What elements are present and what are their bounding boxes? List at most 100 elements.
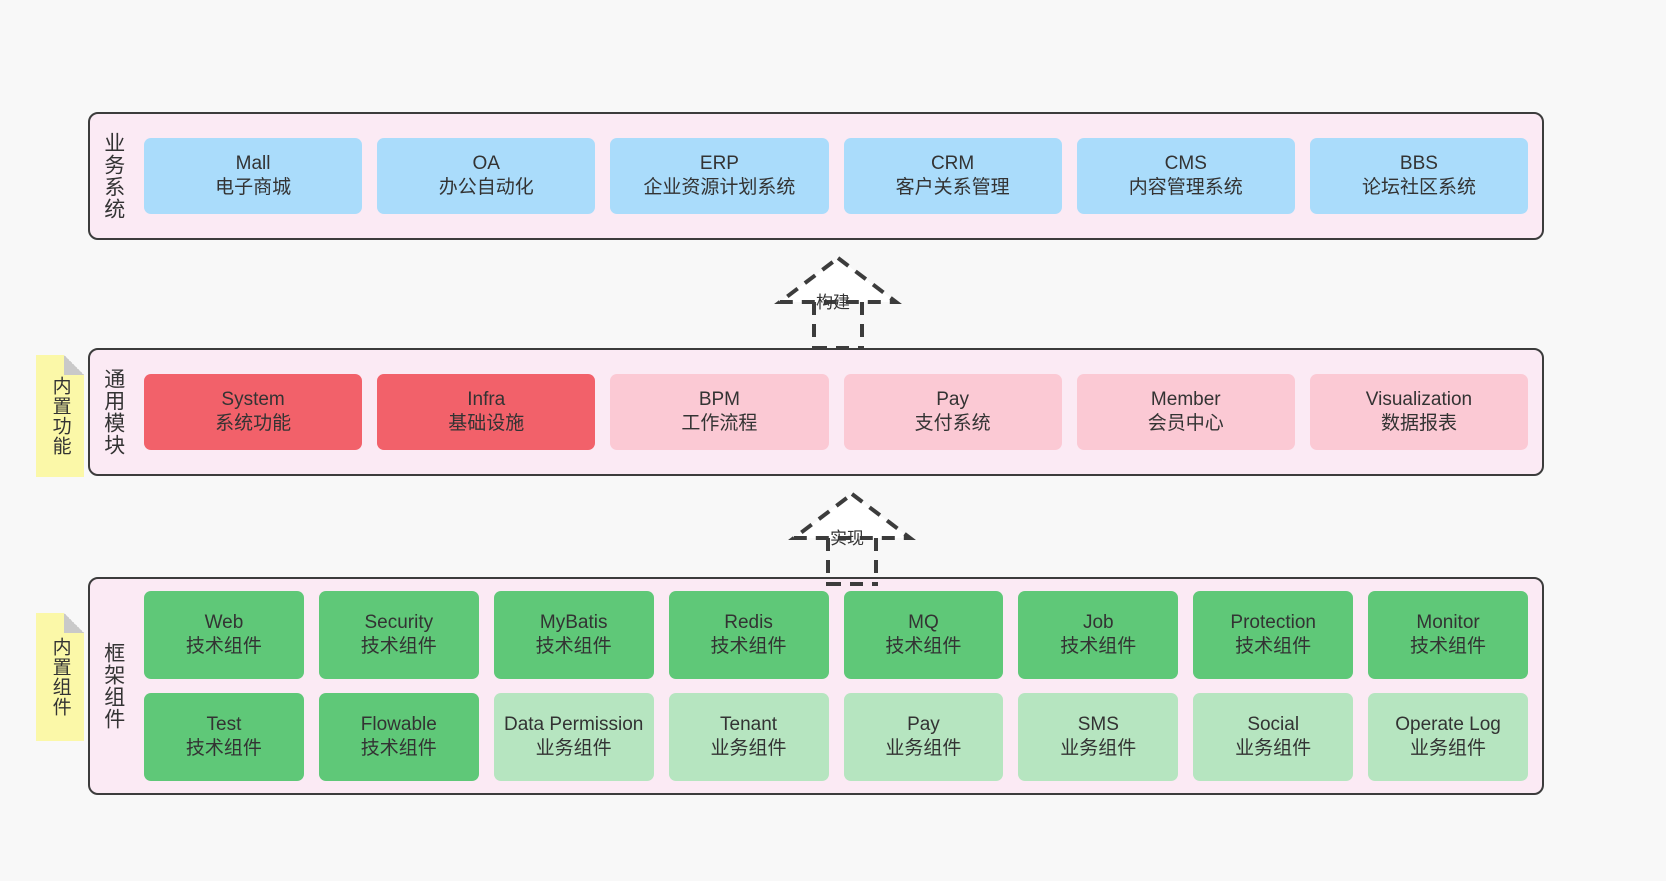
module-cn-label: 企业资源计划系统 [643,177,796,198]
component-cn-label: 业务组件 [1060,738,1137,759]
component-en-label: Monitor [1416,611,1480,633]
module-cn-label: 基础设施 [448,413,525,434]
component-en-label: Job [1082,611,1114,633]
component-cn-label: 业务组件 [1235,738,1312,759]
component-box-mybatis[interactable]: MyBatis 技术组件 [493,591,654,679]
component-box-sms[interactable]: SMS 业务组件 [1018,693,1179,781]
module-en-label: BBS [1399,152,1438,174]
layer-title-business: 业务系统 [101,132,125,220]
module-box-member[interactable]: Member 会员中心 [1076,374,1295,450]
layer-title-common: 通用模块 [101,368,125,456]
component-box-operate-log[interactable]: Operate Log 业务组件 [1368,693,1528,781]
module-cn-label: 系统功能 [215,413,292,434]
module-en-label: CMS [1164,152,1207,174]
module-box-bbs[interactable]: BBS 论坛社区系统 [1309,138,1529,214]
module-cn-label: 会员中心 [1147,413,1224,434]
module-cn-label: 数据报表 [1380,413,1457,434]
component-en-label: Social [1247,713,1300,735]
module-box-pay[interactable]: Pay 支付系统 [843,374,1062,450]
component-box-social[interactable]: Social 业务组件 [1193,693,1354,781]
framework-row-business: Test 技术组件 Flowable 技术组件 Data Permission … [144,693,1528,781]
layer-body-business: Mall 电子商城 OA 办公自动化 ERP 企业资源计划系统 CRM 客户关系… [136,114,1542,238]
component-cn-label: 技术组件 [360,738,437,759]
component-en-label: Test [206,713,242,735]
component-box-web[interactable]: Web 技术组件 [144,591,304,679]
component-box-test[interactable]: Test 技术组件 [144,693,304,781]
component-box-security[interactable]: Security 技术组件 [318,591,479,679]
component-box-tenant[interactable]: Tenant 业务组件 [668,693,829,781]
module-box-oa[interactable]: OA 办公自动化 [377,138,596,214]
component-en-label: MQ [908,611,939,633]
module-cn-label: 客户关系管理 [895,177,1010,198]
component-cn-label: 技术组件 [185,738,262,759]
sticky-note-builtin-function: 内置功能 [36,355,84,477]
component-en-label: Security [364,611,434,633]
module-cn-label: 工作流程 [681,413,758,434]
component-en-label: MyBatis [539,611,608,633]
module-box-visualization[interactable]: Visualization 数据报表 [1309,374,1529,450]
component-en-label: Data Permission [503,713,644,735]
component-cn-label: 技术组件 [1410,636,1487,657]
component-cn-label: 业务组件 [885,738,962,759]
module-cn-label: 办公自动化 [438,177,534,198]
framework-row-technical: Web 技术组件 Security 技术组件 MyBatis 技术组件 Redi… [144,591,1528,679]
component-box-pay[interactable]: Pay 业务组件 [843,693,1004,781]
module-en-label: CRM [930,152,975,174]
component-box-protection[interactable]: Protection 技术组件 [1193,591,1354,679]
component-cn-label: 技术组件 [885,636,962,657]
module-en-label: Pay [936,388,969,410]
module-en-label: Mall [235,152,271,174]
module-en-label: Visualization [1365,388,1473,410]
component-cn-label: 业务组件 [535,738,612,759]
layer-body-common: System 系统功能 Infra 基础设施 BPM 工作流程 Pay 支付系统… [136,350,1542,474]
component-en-label: Redis [724,611,773,633]
layer-business-system: 业务系统 Mall 电子商城 OA 办公自动化 ERP 企业资源计划系统 CRM… [88,112,1544,240]
layer-title-framework: 框架组件 [101,642,125,730]
component-box-flowable[interactable]: Flowable 技术组件 [318,693,479,781]
module-en-label: Infra [467,388,506,410]
component-cn-label: 业务组件 [710,738,787,759]
module-cn-label: 内容管理系统 [1128,177,1243,198]
component-cn-label: 技术组件 [710,636,787,657]
component-en-label: Flowable [360,713,437,735]
module-cn-label: 电子商城 [215,177,292,198]
sticky-note-builtin-component: 内置组件 [36,613,84,741]
layer-framework-component: 框架组件 Web 技术组件 Security 技术组件 MyBatis 技术组件… [88,577,1544,795]
module-box-cms[interactable]: CMS 内容管理系统 [1076,138,1295,214]
connector-build: 构建 [748,250,928,350]
component-en-label: Web [204,611,244,633]
layer-body-framework: Web 技术组件 Security 技术组件 MyBatis 技术组件 Redi… [136,579,1542,793]
component-cn-label: 业务组件 [1410,738,1487,759]
component-en-label: SMS [1077,713,1119,735]
module-en-label: ERP [699,152,739,174]
component-en-label: Pay [907,713,940,735]
component-box-redis[interactable]: Redis 技术组件 [668,591,829,679]
component-cn-label: 技术组件 [360,636,437,657]
component-cn-label: 技术组件 [1235,636,1312,657]
module-en-label: Member [1150,388,1221,410]
module-en-label: OA [472,152,500,174]
realization-arrow-icon [788,491,916,586]
component-en-label: Operate Log [1395,713,1501,735]
module-cn-label: 支付系统 [914,413,991,434]
component-box-mq[interactable]: MQ 技术组件 [843,591,1004,679]
module-box-bpm[interactable]: BPM 工作流程 [610,374,829,450]
module-en-label: BPM [698,388,741,410]
component-cn-label: 技术组件 [185,636,262,657]
layer-common-module: 通用模块 System 系统功能 Infra 基础设施 BPM 工作流程 Pay… [88,348,1544,476]
module-cn-label: 论坛社区系统 [1361,177,1476,198]
module-box-crm[interactable]: CRM 客户关系管理 [843,138,1062,214]
component-en-label: Tenant [720,713,778,735]
component-cn-label: 技术组件 [535,636,612,657]
component-box-data-permission[interactable]: Data Permission 业务组件 [493,693,654,781]
connector-realize: 实现 [762,486,942,586]
component-box-monitor[interactable]: Monitor 技术组件 [1368,591,1528,679]
realization-arrow-icon [774,255,902,350]
module-box-erp[interactable]: ERP 企业资源计划系统 [610,138,829,214]
component-box-job[interactable]: Job 技术组件 [1018,591,1179,679]
module-box-system[interactable]: System 系统功能 [144,374,363,450]
module-box-infra[interactable]: Infra 基础设施 [377,374,596,450]
component-en-label: Protection [1230,611,1316,633]
module-box-mall[interactable]: Mall 电子商城 [144,138,363,214]
